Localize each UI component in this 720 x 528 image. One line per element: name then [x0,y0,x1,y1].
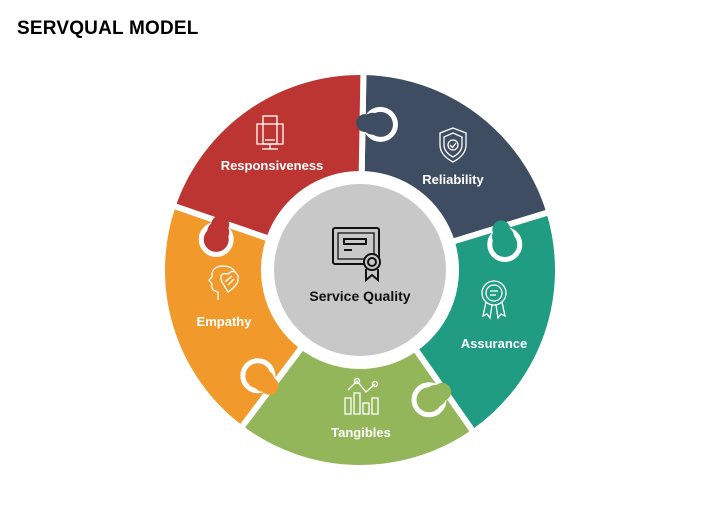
devices-icon [256,115,284,150]
segment-label-responsiveness: Responsiveness [221,158,324,173]
segment-responsiveness [358,69,553,245]
segment-assurance [237,343,477,471]
puzzle-neck-base-assurance [433,382,452,401]
segment-label-reliability: Reliability [422,172,484,187]
certificate-icon [332,227,381,283]
segment-empathy [169,69,367,242]
segment-label-tangibles: Tangibles [331,425,391,440]
segment-label-assurance: Assurance [461,336,527,351]
segment-label-empathy: Empathy [197,314,253,329]
shield-check-icon [439,127,467,163]
center-label: Service Quality [309,288,410,304]
segment-reliability [412,209,561,436]
center-circle [274,184,446,356]
page-title: SERVQUAL MODEL [17,18,199,39]
award-badge-icon [481,280,507,320]
chart-icon [344,377,379,415]
puzzle-neck-base-empathy [211,215,230,234]
puzzle-neck-base-reliability [492,220,511,239]
head-heart-icon [208,265,239,300]
puzzle-neck-base-tangibles [260,376,279,395]
puzzle-neck-base-responsiveness [356,114,375,133]
